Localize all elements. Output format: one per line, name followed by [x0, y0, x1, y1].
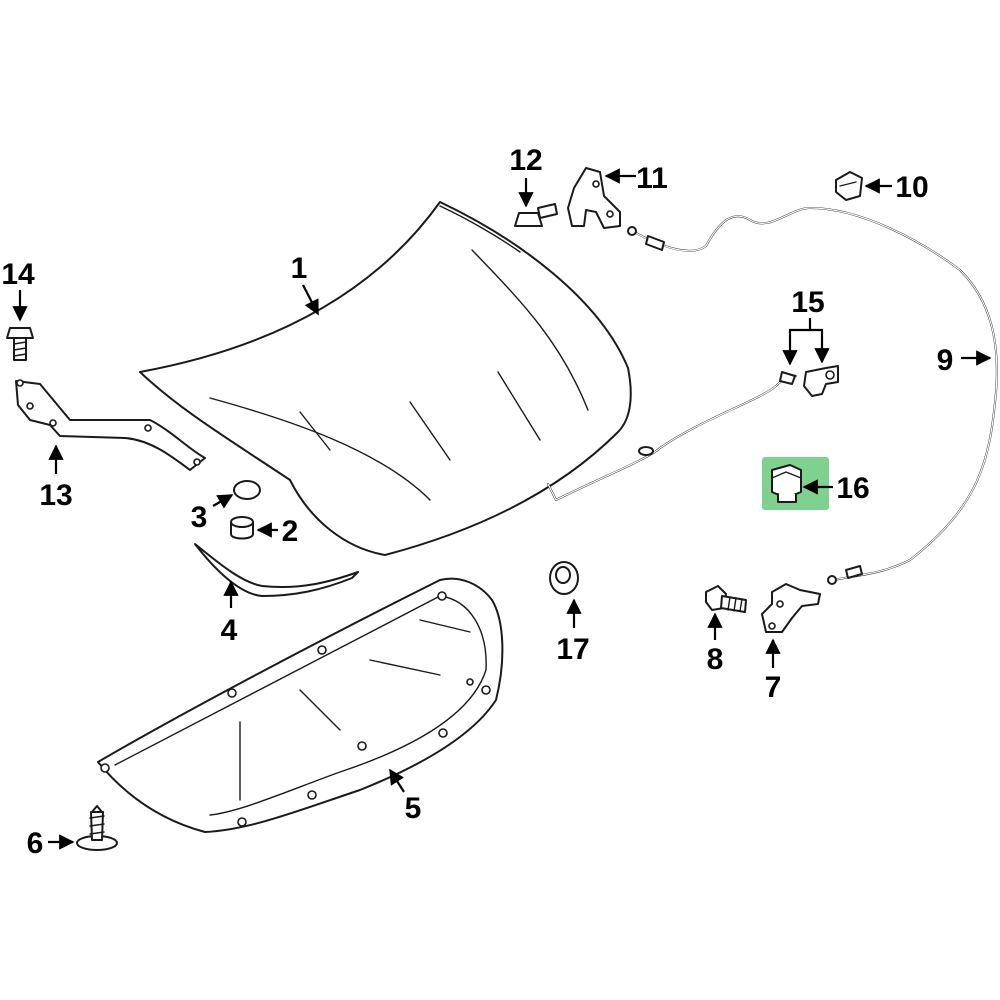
callout-7[interactable]: 7 — [765, 671, 782, 704]
grommet[interactable] — [549, 561, 579, 595]
lock-bolt[interactable] — [705, 585, 747, 613]
leader-1 — [302, 284, 319, 316]
callout-14[interactable]: 14 — [1, 258, 35, 291]
callout-6[interactable]: 6 — [27, 827, 44, 860]
callout-4[interactable]: 4 — [221, 614, 238, 647]
callout-3[interactable]: 3 — [191, 501, 208, 534]
hood-seal-strip[interactable] — [194, 543, 359, 597]
hood-hinge[interactable] — [15, 379, 206, 471]
callout-5[interactable]: 5 — [405, 792, 422, 825]
callout-8[interactable]: 8 — [707, 643, 724, 676]
hood-lock[interactable] — [761, 583, 821, 633]
hood-panel[interactable] — [139, 201, 632, 556]
hood-latch[interactable] — [567, 167, 621, 229]
callout-15[interactable]: 15 — [791, 286, 824, 319]
callout-9[interactable]: 9 — [937, 344, 954, 377]
callout-13[interactable]: 13 — [39, 479, 72, 512]
callout-16[interactable]: 16 — [836, 472, 869, 505]
push-clip[interactable] — [76, 805, 118, 851]
callout-17[interactable]: 17 — [556, 633, 589, 666]
leader-15a — [782, 318, 812, 366]
callout-2[interactable]: 2 — [282, 515, 299, 548]
callout-10[interactable]: 10 — [895, 171, 928, 204]
release-handle[interactable] — [803, 365, 839, 397]
hood-release-cable[interactable] — [627, 207, 998, 585]
latch-bolt[interactable] — [514, 203, 558, 227]
callout-12[interactable]: 12 — [509, 144, 542, 177]
cap-part[interactable] — [233, 480, 261, 500]
callout-11[interactable]: 11 — [636, 162, 668, 195]
hood-insulator[interactable] — [97, 577, 504, 833]
callout-1[interactable]: 1 — [291, 252, 308, 285]
leader-3 — [212, 494, 234, 509]
release-handle-rod[interactable] — [547, 371, 797, 501]
hinge-bolt[interactable] — [6, 327, 34, 361]
hood-bumper[interactable] — [230, 516, 254, 540]
cable-clip[interactable] — [835, 171, 863, 201]
leader-5 — [389, 768, 405, 793]
handle-clip[interactable] — [771, 464, 802, 503]
leader-15b — [810, 328, 830, 364]
